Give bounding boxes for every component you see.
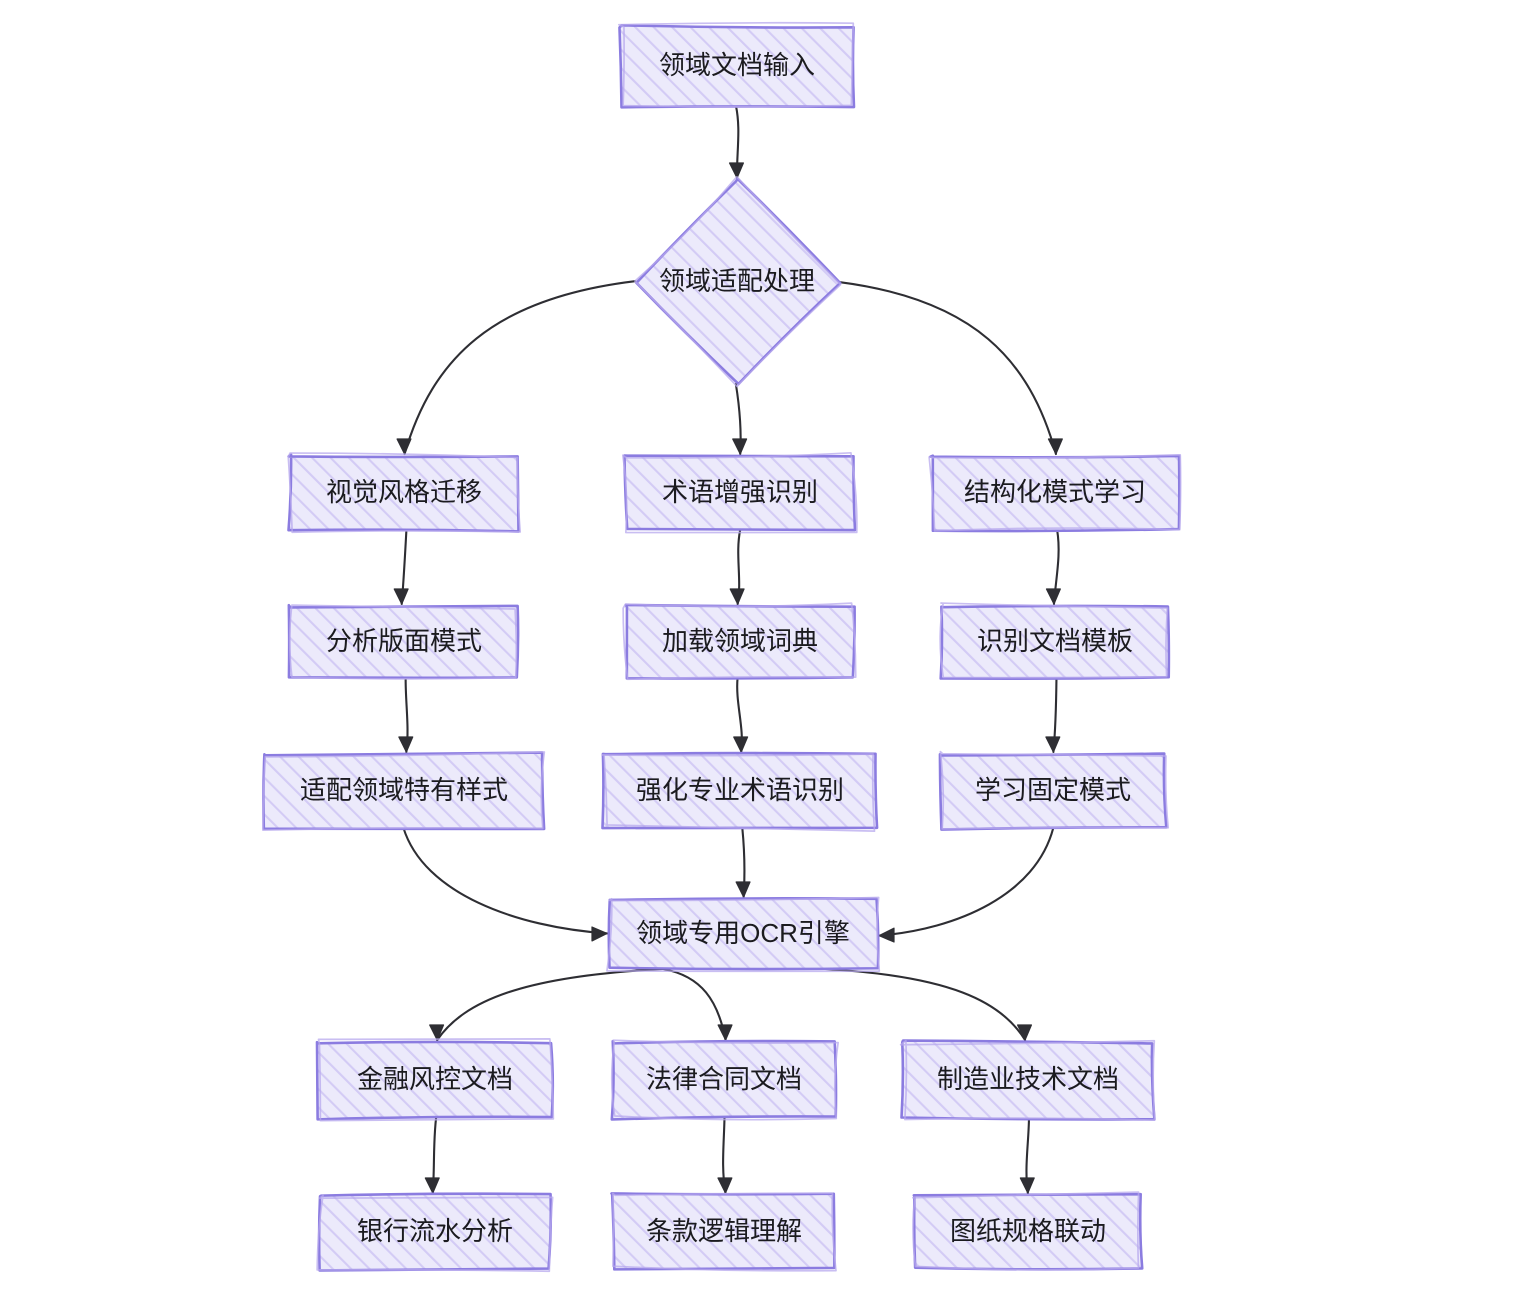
node-label: 图纸规格联动 — [950, 1216, 1106, 1246]
arrowhead — [393, 588, 409, 605]
node-label: 制造业技术文档 — [937, 1064, 1119, 1094]
node-label: 分析版面模式 — [326, 626, 482, 656]
node-outline-sketch — [928, 454, 1182, 532]
flow-node-n15[interactable]: 制造业技术文档 — [899, 1039, 1156, 1121]
node-label: 识别文档模板 — [977, 626, 1133, 656]
node-label: 领域专用OCR引擎 — [636, 918, 850, 948]
flow-edge-n12-n14 — [662, 967, 727, 1042]
node-outline — [607, 897, 880, 971]
flow-node-n2[interactable]: 领域适配处理 — [634, 176, 842, 388]
arrowhead — [398, 736, 414, 753]
node-label: 适配领域特有样式 — [300, 775, 508, 805]
flow-node-n5[interactable]: 结构化模式学习 — [928, 454, 1182, 533]
node-outline — [618, 24, 856, 109]
node-outline-sketch — [939, 602, 1169, 679]
node-outline-sketch — [939, 750, 1170, 830]
node-label: 视觉风格迁移 — [326, 477, 482, 507]
flow-node-n16[interactable]: 银行流水分析 — [316, 1192, 554, 1273]
flow-node-n10[interactable]: 强化专业术语识别 — [601, 751, 879, 833]
flow-node-n7[interactable]: 加载领域词典 — [622, 602, 857, 681]
node-outline-sketch — [912, 1191, 1140, 1271]
flow-node-n12[interactable]: 领域专用OCR引擎 — [606, 896, 881, 973]
node-outline-sketch — [606, 896, 881, 973]
arrowhead — [735, 881, 751, 898]
flow-edge-n12-n15 — [824, 967, 1027, 1042]
node-outline — [315, 1040, 555, 1121]
node-outline-sketch — [899, 1039, 1156, 1121]
arrowhead — [1047, 438, 1063, 455]
node-label: 强化专业术语识别 — [636, 775, 844, 805]
node-outline-sketch — [317, 1038, 555, 1122]
flow-node-n4[interactable]: 术语增强识别 — [621, 451, 858, 534]
node-outline-sketch — [622, 602, 857, 681]
arrowhead — [717, 1177, 733, 1194]
node-label: 加载领域词典 — [662, 626, 818, 656]
node-label: 金融风控文档 — [357, 1064, 513, 1094]
arrowhead — [728, 162, 744, 179]
arrowhead — [424, 1177, 440, 1194]
node-outline-sketch — [618, 21, 855, 108]
flow-edge-n2-n5 — [837, 281, 1057, 456]
arrowhead — [1045, 588, 1061, 605]
node-outline-sketch — [288, 604, 518, 680]
flow-node-n11[interactable]: 学习固定模式 — [938, 750, 1170, 831]
node-label: 条款逻辑理解 — [646, 1216, 802, 1246]
node-outline-sketch — [634, 176, 842, 388]
flow-edge-n11-n12 — [877, 826, 1055, 937]
flow-node-n1[interactable]: 领域文档输入 — [618, 21, 856, 109]
node-outline-sketch — [612, 1192, 837, 1272]
node-outline-sketch — [601, 753, 876, 833]
node-outline — [317, 1192, 553, 1272]
arrowhead — [878, 927, 895, 943]
arrowhead — [396, 438, 412, 455]
flow-edge-n12-n13 — [436, 967, 664, 1042]
node-label: 术语增强识别 — [662, 477, 818, 507]
edge-layer — [393, 104, 1063, 1195]
flow-edge-n9-n12 — [402, 826, 609, 935]
node-label: 结构化模式学习 — [964, 477, 1146, 507]
flow-node-n8[interactable]: 识别文档模板 — [939, 602, 1171, 680]
node-label: 学习固定模式 — [975, 775, 1131, 805]
arrowhead — [1045, 736, 1061, 753]
flow-node-n13[interactable]: 金融风控文档 — [315, 1038, 555, 1122]
arrowhead — [1019, 1177, 1035, 1194]
flow-node-n3[interactable]: 视觉风格迁移 — [287, 452, 522, 534]
node-label: 领域适配处理 — [659, 266, 815, 296]
node-outline-sketch — [262, 751, 546, 831]
arrowhead — [732, 438, 748, 455]
node-outline-sketch — [316, 1194, 554, 1273]
node-label: 银行流水分析 — [357, 1216, 513, 1246]
arrowhead — [429, 1024, 445, 1041]
flow-node-n9[interactable]: 适配领域特有样式 — [262, 751, 546, 831]
node-label: 法律合同文档 — [646, 1064, 802, 1094]
arrowhead — [733, 736, 749, 753]
arrowhead — [717, 1024, 733, 1041]
arrowhead — [591, 926, 608, 942]
flow-node-n18[interactable]: 图纸规格联动 — [912, 1191, 1144, 1271]
node-outline-sketch — [610, 1039, 839, 1121]
arrowhead — [1016, 1024, 1033, 1041]
flow-node-n6[interactable]: 分析版面模式 — [287, 603, 520, 680]
flow-node-n14[interactable]: 法律合同文档 — [610, 1039, 839, 1121]
node-label: 领域文档输入 — [659, 50, 815, 80]
flow-edge-n2-n3 — [403, 280, 637, 456]
node-outline-sketch — [621, 451, 858, 534]
node-outline — [601, 751, 879, 830]
arrowhead — [729, 588, 745, 605]
node-outline-sketch — [287, 452, 522, 534]
flow-node-n17[interactable]: 条款逻辑理解 — [610, 1192, 837, 1272]
